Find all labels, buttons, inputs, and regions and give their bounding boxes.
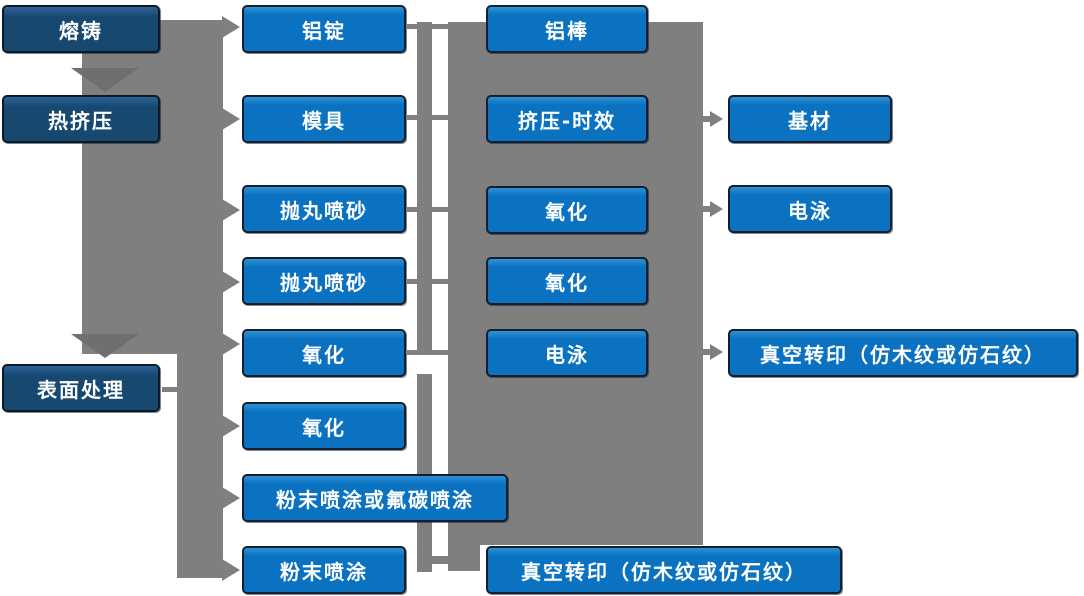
node-shot-blasting-2: 抛丸喷砂 [242,257,406,305]
connector-row3-stub [407,207,448,212]
node-mold: 模具 [242,95,406,143]
node-electrophoresis-a: 电泳 [486,329,648,377]
connector-center-block-tail [448,545,480,571]
arrow-right-icon [222,199,240,221]
node-oxidation-b: 氧化 [242,402,406,450]
node-powder-coating: 粉末喷涂 [242,546,406,594]
node-vacuum-transfer-a: 真空转印（仿木纹或仿石纹） [486,546,842,594]
connector-surface-treatment-stub [162,387,178,392]
arrow-stem [702,116,711,122]
arrow-down-icon [71,334,139,358]
arrow-right-icon [222,271,240,293]
arrow-right-icon [710,344,723,360]
node-shot-blasting-1: 抛丸喷砂 [242,185,406,233]
node-electrophoresis-b: 电泳 [728,185,892,233]
node-aluminum-rod: 铝棒 [486,5,648,53]
node-oxidation-d: 氧化 [486,257,648,305]
arrow-stem [702,349,711,355]
arrow-right-icon [710,201,723,217]
node-melt-casting: 熔铸 [2,5,160,53]
node-base-material: 基材 [728,95,892,143]
connector-left-lower-band [177,354,223,578]
arrow-stem [702,206,711,212]
node-oxidation-c: 氧化 [486,186,648,234]
connector-mid-band-lower [417,374,432,572]
node-hot-extrusion: 热挤压 [2,95,160,143]
arrow-right-icon [222,487,240,509]
node-vacuum-transfer-b: 真空转印（仿木纹或仿石纹） [728,329,1078,377]
arrow-right-icon [222,16,240,38]
connector-row5-stub [407,350,448,355]
connector-row1-stub [407,24,448,29]
connector-row2-stub [407,115,448,120]
connector-mid-band-upper [417,22,432,354]
node-aluminum-ingot: 铝锭 [242,5,406,53]
node-powder-or-fluorocarbon-coating: 粉末喷涂或氟碳喷涂 [242,474,508,522]
arrow-right-icon [222,108,240,130]
arrow-right-icon [222,415,240,437]
connector-row8-stub [430,556,450,564]
node-oxidation-a: 氧化 [242,329,406,377]
arrow-right-icon [222,333,240,355]
connector-row4-stub [407,279,448,284]
arrow-right-icon [710,111,723,127]
arrow-right-icon [222,559,240,581]
node-extrusion-aging: 挤压-时效 [486,95,648,143]
arrow-down-icon [71,68,139,92]
node-surface-treatment: 表面处理 [2,364,160,412]
